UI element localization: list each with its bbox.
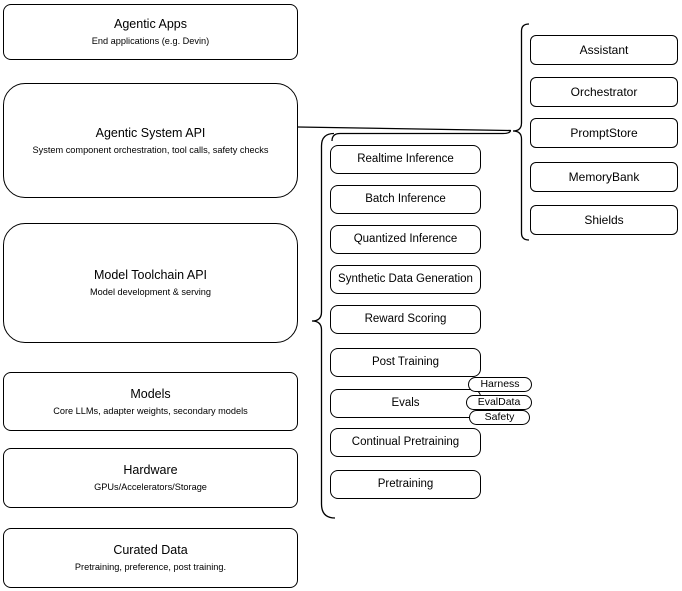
layer-title: Hardware — [123, 463, 178, 477]
layer-models: Models Core LLMs, adapter weights, secon… — [3, 372, 298, 431]
layer-subtitle: GPUs/Accelerators/Storage — [94, 482, 207, 492]
connector-toolchain-to-components — [331, 130, 512, 142]
layer-agentic-system-api: Agentic System API System component orch… — [3, 83, 298, 198]
evals-tag-evaldata: EvalData — [466, 395, 532, 410]
layer-hardware: Hardware GPUs/Accelerators/Storage — [3, 448, 298, 508]
toolchain-item-batch-inference: Batch Inference — [330, 185, 481, 214]
connector-system-api-to-components — [297, 126, 512, 132]
layer-subtitle: Model development & serving — [89, 287, 212, 297]
layer-subtitle: System component orchestration, tool cal… — [32, 144, 269, 155]
system-component-orchestrator: Orchestrator — [530, 77, 678, 107]
layer-title: Curated Data — [113, 543, 188, 557]
toolchain-item-post-training: Post Training — [330, 348, 481, 377]
layer-title: Model Toolchain API — [93, 268, 208, 282]
layer-model-toolchain-api: Model Toolchain API Model development & … — [3, 223, 298, 343]
toolchain-item-evals: Evals — [330, 389, 481, 418]
layer-curated-data: Curated Data Pretraining, preference, po… — [3, 528, 298, 588]
toolchain-item-continual-pretraining: Continual Pretraining — [330, 428, 481, 457]
toolchain-item-realtime-inference: Realtime Inference — [330, 145, 481, 174]
layer-title: Agentic System API — [95, 125, 206, 140]
system-component-assistant: Assistant — [530, 35, 678, 65]
system-component-shields: Shields — [530, 205, 678, 235]
layer-subtitle: End applications (e.g. Devin) — [91, 36, 210, 46]
layer-subtitle: Core LLMs, adapter weights, secondary mo… — [53, 405, 248, 416]
layer-title: Models — [130, 386, 171, 401]
system-component-promptstore: PromptStore — [530, 118, 678, 148]
toolchain-item-quantized-inference: Quantized Inference — [330, 225, 481, 254]
evals-tag-harness: Harness — [468, 377, 532, 392]
layer-title: Agentic Apps — [114, 17, 187, 31]
layer-subtitle: Pretraining, preference, post training. — [74, 562, 227, 572]
system-component-memorybank: MemoryBank — [530, 162, 678, 192]
toolchain-item-reward-scoring: Reward Scoring — [330, 305, 481, 334]
layer-agentic-apps: Agentic Apps End applications (e.g. Devi… — [3, 4, 298, 60]
evals-tag-safety: Safety — [469, 410, 530, 425]
toolchain-item-synthetic-data-generation: Synthetic Data Generation — [330, 265, 481, 294]
system-components-group-brace — [512, 23, 530, 241]
toolchain-item-pretraining: Pretraining — [330, 470, 481, 499]
